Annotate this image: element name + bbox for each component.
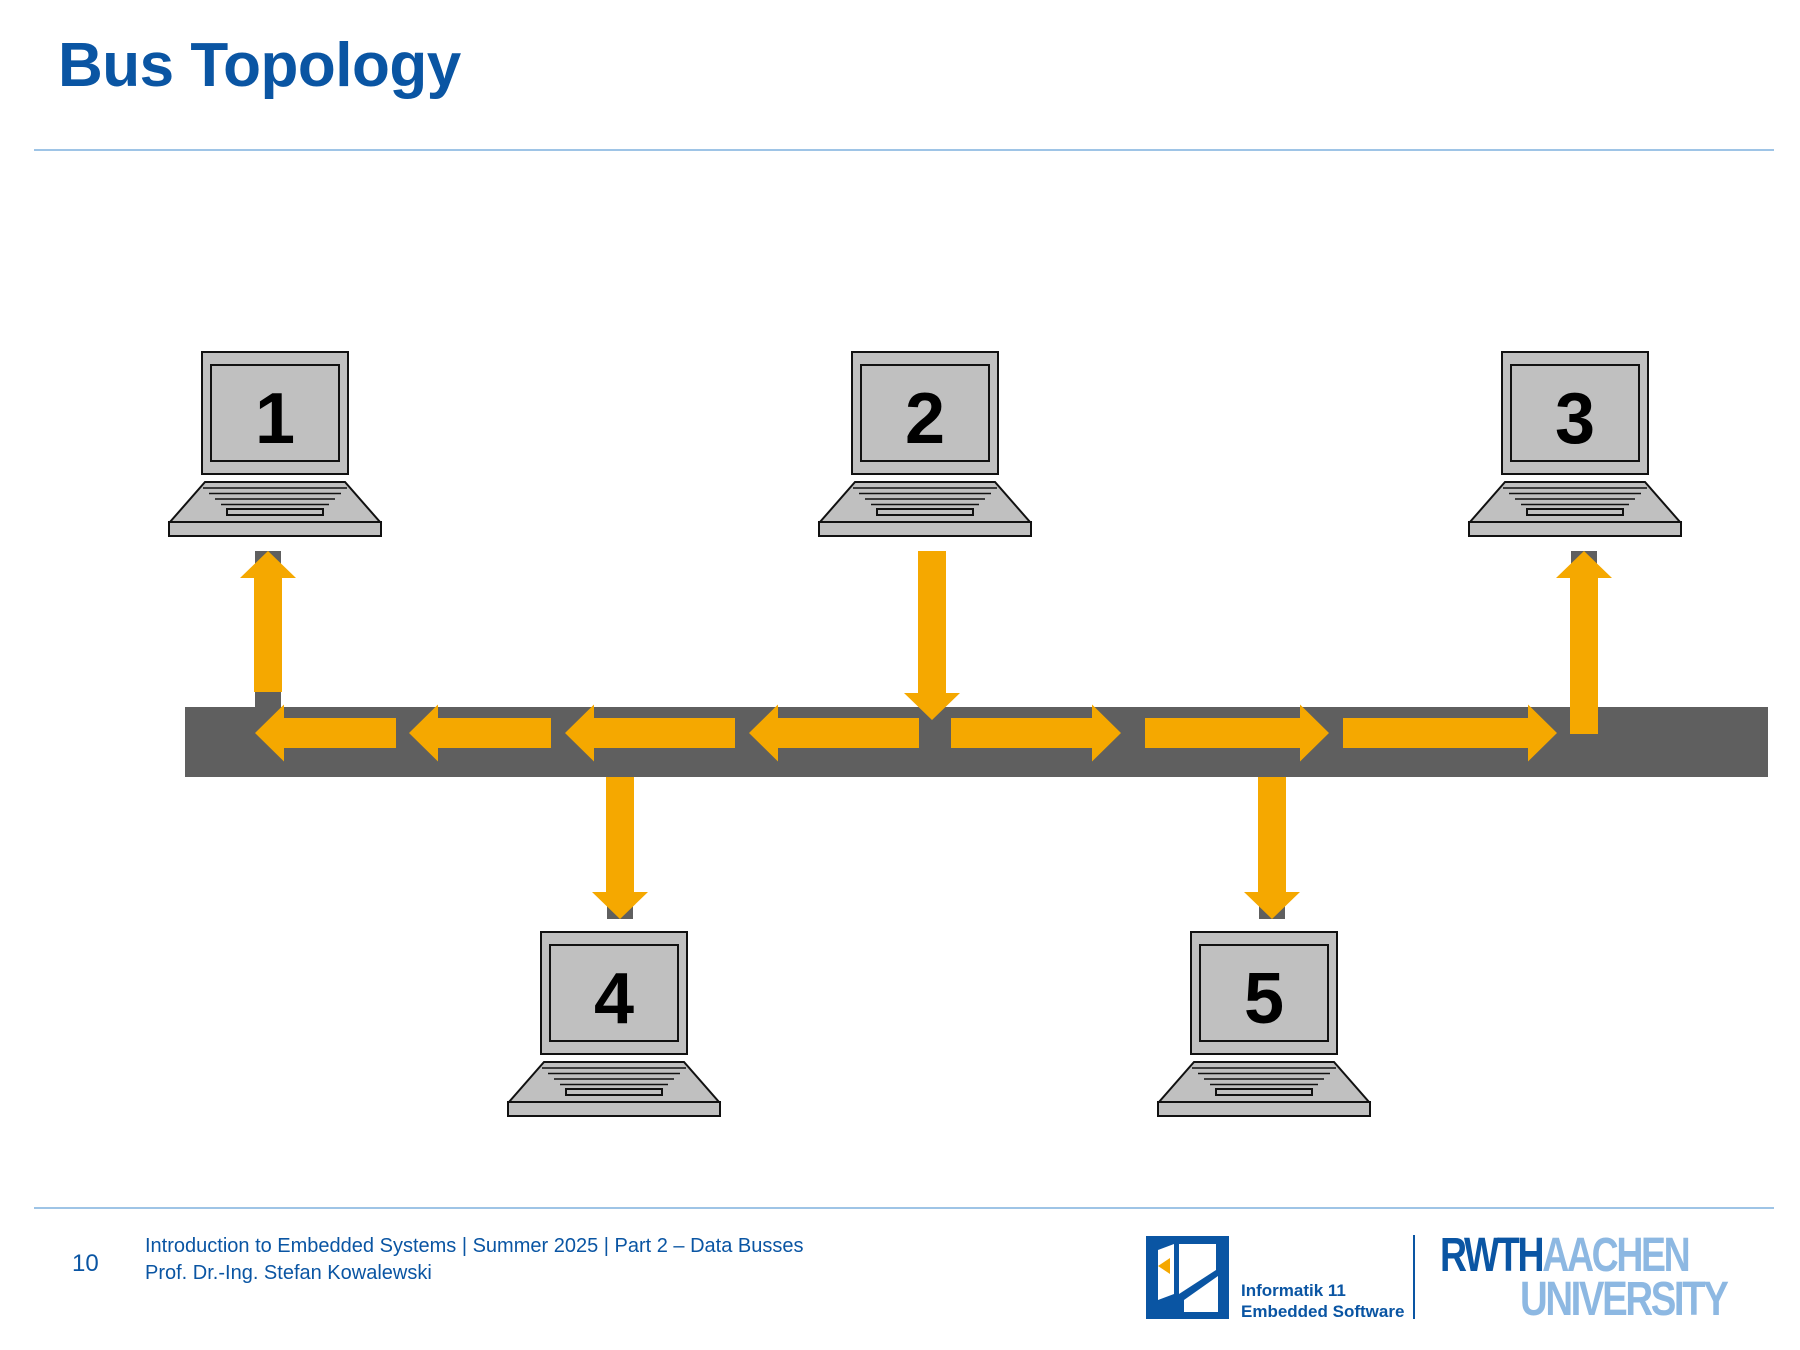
laptop-label-2: 2 [905,379,945,459]
data-flow-arrow [240,551,296,692]
data-flow-arrow [592,777,648,919]
data-flow-arrow [1343,704,1557,762]
data-flow-arrow [565,704,735,762]
data-flow-arrow [1556,551,1612,734]
informatik-11-logo [1146,1236,1229,1319]
laptop-node-2: 2 [817,351,1033,537]
rwth-logo-university: UNIVERSITY [1520,1273,1729,1326]
laptop-label-4: 4 [594,959,634,1039]
rwth-logo-rwth: RWTH [1440,1229,1545,1282]
data-flow-arrow [1244,777,1300,919]
rwth-logo-top: RWTHAACHEN [1440,1228,1691,1283]
laptop-node-5: 5 [1156,931,1372,1117]
rwth-logo-aachen: AACHEN [1542,1229,1690,1282]
footer-divider [34,1207,1774,1209]
laptop-node-1: 1 [167,351,383,537]
data-flow-arrow [409,704,551,762]
data-flow-arrow [749,704,919,762]
page-number: 10 [72,1250,99,1277]
slide-title: Bus Topology [58,31,461,100]
header-divider [34,149,1774,151]
institute-name-line1: Informatik 11 [1241,1281,1346,1300]
logo-separator [1413,1235,1415,1319]
data-flow-arrow [904,551,960,720]
laptop-node-3: 3 [1467,351,1683,537]
data-flow-arrow [255,704,396,762]
data-flow-arrow [951,704,1121,762]
data-flow-arrow [1145,704,1329,762]
institute-name-line2: Embedded Software [1241,1302,1405,1321]
laptop-label-5: 5 [1244,959,1284,1039]
footer-author-line: Prof. Dr.-Ing. Stefan Kowalewski [145,1262,432,1284]
laptop-label-3: 3 [1555,379,1595,459]
laptop-node-4: 4 [506,931,722,1117]
laptop-label-1: 1 [255,379,295,459]
footer-course-line: Introduction to Embedded Systems | Summe… [145,1235,804,1257]
